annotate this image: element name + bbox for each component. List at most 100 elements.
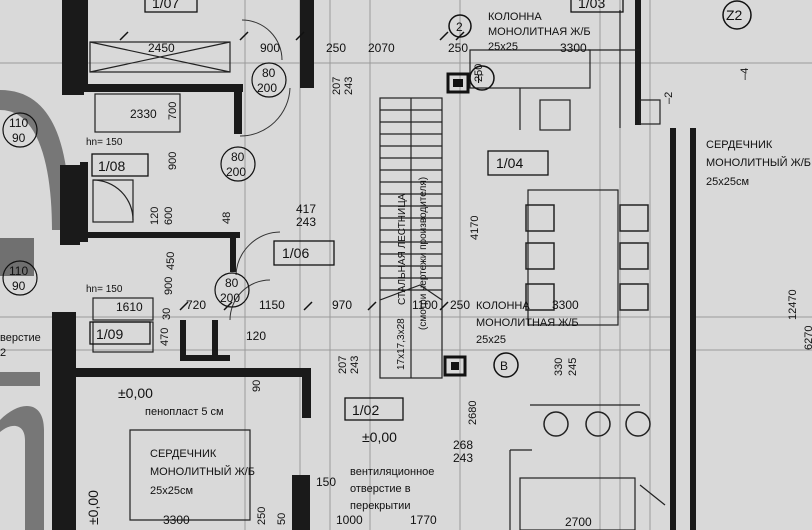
dim-207-a: 207	[331, 77, 343, 95]
door-tag-1-bottom: 200	[257, 81, 277, 95]
note-column-top-2: МОНОЛИТНАЯ Ж/Б	[488, 26, 591, 38]
dim-243-b: 243	[296, 215, 316, 229]
room-label-boxes	[89, 0, 624, 421]
note-column-top-3: 25х25	[488, 41, 518, 53]
note-column-mid-2: МОНОЛИТНАЯ Ж/Б	[476, 317, 579, 329]
room-label-1-07: 1/07	[152, 0, 179, 11]
axis-label-minus2: –2	[663, 92, 675, 104]
axis-label-2: 2	[456, 20, 463, 34]
axis-label-g: Г	[477, 72, 484, 86]
note-foam: пенопласт 5 см	[145, 406, 224, 418]
bar-stools	[543, 411, 651, 437]
dim-900-c: 900	[163, 277, 175, 295]
dim-417: 417	[296, 202, 316, 216]
dim-970: 970	[332, 298, 352, 312]
dim-207-b: 207	[337, 356, 349, 374]
level-mark-2: ±0,00	[362, 429, 397, 445]
dim-250-c: 250	[473, 64, 485, 82]
axis-label-minus4: –4	[739, 68, 751, 80]
interior-lines	[89, 10, 666, 530]
dim-3300-a: 3300	[560, 41, 587, 55]
columns	[443, 72, 470, 377]
room-label-1-04: 1/04	[496, 155, 523, 171]
dim-1000: 1000	[336, 513, 363, 527]
dim-2070: 2070	[368, 41, 395, 55]
note-stair-dims: 17х17,3х28	[396, 318, 407, 370]
note-stair-title: СТАЛЬНАЯ ЛЕСТНИЦА	[397, 193, 408, 305]
background-stroke	[0, 372, 40, 386]
background-arc-top	[0, 90, 70, 230]
dim-2330: 2330	[130, 107, 157, 121]
dim-900-a: 900	[260, 41, 280, 55]
dim-6270: 6270	[803, 326, 812, 350]
background-arc-bottom	[0, 406, 44, 530]
dim-48: 48	[221, 212, 233, 224]
dim-900-b: 900	[167, 152, 179, 170]
dim-250-a: 250	[326, 41, 346, 55]
dim-250-b: 250	[448, 41, 468, 55]
dim-90: 90	[251, 380, 263, 392]
dim-30: 30	[161, 308, 173, 320]
window-tag-2-bottom: 90	[12, 279, 26, 293]
dim-243-c: 243	[349, 356, 361, 374]
note-vent-3: перекрытии	[350, 500, 410, 512]
dim-1610: 1610	[116, 300, 143, 314]
dim-245: 245	[567, 358, 579, 376]
dimension-labels: 2450 900 250 2070 250 3300 2330 700 900 …	[116, 41, 812, 529]
window-tag-2-top: 110	[9, 264, 28, 278]
dim-470: 470	[159, 328, 171, 346]
tag-circles	[2, 62, 287, 308]
note-hn-2: hn= 150	[86, 284, 123, 295]
level-mark-1: ±0,00	[118, 385, 153, 401]
note-left-edge-1: верстие	[0, 332, 41, 344]
door-swings	[229, 19, 291, 321]
note-core-right-1: СЕРДЕЧНИК	[706, 139, 773, 151]
walls	[52, 0, 696, 530]
dim-720: 720	[186, 298, 206, 312]
dim-450: 450	[165, 252, 177, 270]
dim-250-e: 250	[256, 507, 268, 525]
dim-2680: 2680	[467, 401, 479, 425]
dim-1770: 1770	[410, 513, 437, 527]
dim-150: 150	[316, 475, 336, 489]
note-column-mid-3: 25х25	[476, 334, 506, 346]
dim-250-d: 250	[450, 298, 470, 312]
note-hn-1: hn= 150	[86, 137, 123, 148]
note-stair-subtitle: (смотри чертежи производителя)	[418, 177, 429, 330]
room-label-1-08: 1/08	[98, 158, 125, 174]
door-tag-2-bottom: 200	[226, 165, 246, 179]
note-core-left-3: 25х25см	[150, 485, 193, 497]
note-column-mid-1: КОЛОННА	[476, 300, 530, 312]
dim-243-a: 243	[343, 77, 355, 95]
dim-3300-b: 3300	[552, 298, 579, 312]
dim-12470: 12470	[787, 289, 799, 320]
dim-330: 330	[553, 358, 565, 376]
level-mark-3: ±0,00	[85, 490, 101, 525]
axis-label-z2: Z2	[726, 7, 743, 23]
dim-50: 50	[276, 513, 288, 525]
note-left-edge-2: 2	[0, 347, 6, 359]
door-tag-3-bottom: 200	[220, 291, 240, 305]
dim-243-d: 243	[453, 451, 473, 465]
dim-2700: 2700	[565, 515, 592, 529]
dim-268: 268	[453, 438, 473, 452]
dining-chairs	[525, 204, 649, 311]
note-core-right-2: МОНОЛИТНЫЙ Ж/Б	[706, 156, 811, 169]
dimension-ticks	[119, 31, 465, 311]
room-label-1-02: 1/02	[352, 402, 379, 418]
note-vent-2: отверстие в	[350, 483, 411, 495]
dim-600: 600	[163, 207, 175, 225]
window-tag-1-bottom: 90	[12, 131, 26, 145]
note-column-top-1: КОЛОННА	[488, 11, 542, 23]
dim-1100: 1100	[412, 298, 438, 312]
door-tag-3-top: 80	[225, 276, 239, 290]
room-label-1-09: 1/09	[96, 326, 123, 342]
dim-700: 700	[167, 102, 179, 120]
dim-120-b: 120	[246, 329, 266, 343]
window-tag-1-top: 110	[9, 116, 28, 130]
door-tag-1-top: 80	[262, 66, 276, 80]
note-core-right-3: 25х25см	[706, 176, 749, 188]
axis-label-v: В	[500, 359, 508, 373]
door-tag-2-top: 80	[231, 150, 245, 164]
